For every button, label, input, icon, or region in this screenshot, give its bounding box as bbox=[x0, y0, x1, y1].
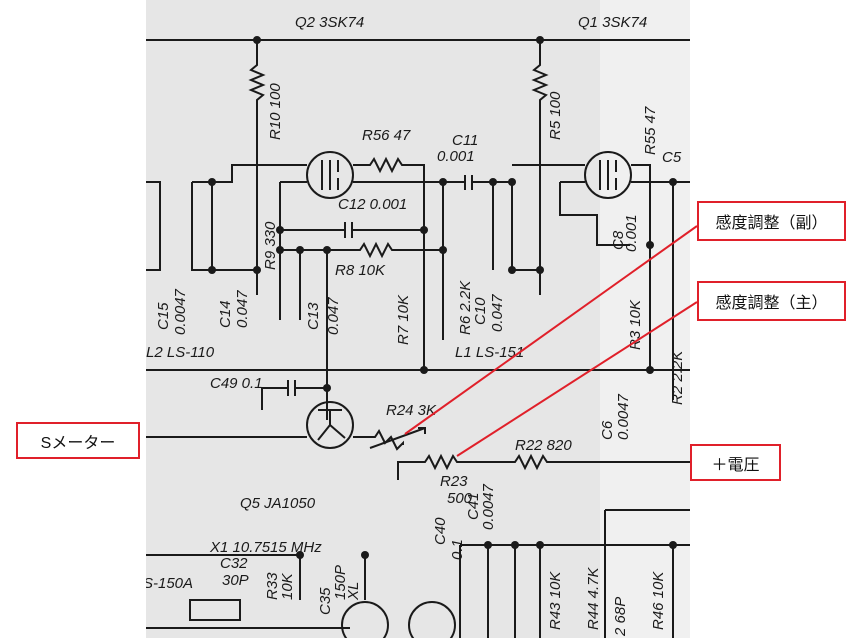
label-r44: R44 4.7K bbox=[585, 566, 602, 630]
label-c14: C14 bbox=[217, 300, 234, 328]
label-c35-xl: XL bbox=[345, 582, 362, 601]
label-q1: Q1 3SK74 bbox=[578, 14, 647, 31]
callout-sensitivity-main: 感度調整（主） bbox=[697, 281, 846, 321]
label-r24: R24 3K bbox=[386, 402, 437, 419]
label-c11: C11 bbox=[452, 132, 478, 149]
label-r9: R9 330 bbox=[262, 221, 279, 270]
label-c40: C40 bbox=[432, 517, 449, 545]
callout-sensitivity-sub: 感度調整（副） bbox=[697, 201, 846, 241]
schematic-scan: Q2 3SK74 Q1 3SK74 R10 100 R5 100 R56 47 … bbox=[146, 0, 690, 638]
label-r56: R56 47 bbox=[362, 127, 411, 144]
paper-background bbox=[146, 0, 690, 638]
callout-sensitivity-main-text: 感度調整（主） bbox=[715, 295, 828, 312]
label-c35-value: 150P bbox=[332, 565, 349, 600]
label-q2: Q2 3SK74 bbox=[295, 14, 364, 31]
label-c15: C15 bbox=[155, 302, 172, 330]
label-c14-value: 0.047 bbox=[234, 290, 251, 328]
label-r23: R23 bbox=[440, 473, 468, 490]
component-labels: Q2 3SK74 Q1 3SK74 R10 100 R5 100 R56 47 … bbox=[146, 14, 686, 637]
label-s150a: S-150A bbox=[146, 575, 193, 592]
callout-s-meter-text: Sメーター bbox=[40, 434, 116, 452]
callout-plus-voltage: ＋電圧 bbox=[690, 444, 781, 481]
callout-s-meter: Sメーター bbox=[16, 422, 140, 459]
label-c10-value: 0.047 bbox=[489, 294, 506, 332]
label-c13-value: 0.047 bbox=[325, 297, 342, 335]
label-r5: R5 100 bbox=[547, 91, 564, 140]
label-x1: X1 10.7515 MHz bbox=[209, 539, 322, 556]
label-c8-value: 0.001 bbox=[623, 214, 640, 252]
label-r10: R10 100 bbox=[267, 83, 284, 140]
label-r43: R43 10K bbox=[547, 571, 564, 630]
label-r6: R6 2.2K bbox=[457, 280, 474, 335]
label-c41-value: 0.0047 bbox=[480, 483, 497, 530]
label-r23-value: 500 bbox=[447, 490, 473, 507]
label-c10: C10 bbox=[472, 297, 489, 325]
label-c5: C5 bbox=[662, 149, 682, 166]
label-c-68p: 2 68P bbox=[612, 597, 629, 637]
label-c11-value: 0.001 bbox=[437, 148, 475, 165]
label-c40-value: 0.1 bbox=[449, 539, 466, 560]
leader-line-sub bbox=[404, 225, 698, 435]
label-c49: C49 0.1 bbox=[210, 375, 263, 392]
label-r7: R7 10K bbox=[395, 294, 412, 345]
label-c32: C32 bbox=[220, 555, 248, 572]
wires bbox=[146, 39, 690, 638]
junction-dots bbox=[208, 36, 677, 559]
callout-plus-voltage-text: ＋電圧 bbox=[711, 456, 760, 474]
label-c8: C8 bbox=[610, 230, 627, 250]
label-c6: C6 bbox=[599, 420, 616, 440]
callout-sensitivity-sub-text: 感度調整（副） bbox=[715, 215, 828, 232]
label-l1: L1 LS-151 bbox=[455, 344, 524, 361]
label-l2: L2 LS-110 bbox=[146, 344, 215, 361]
leader-line-main bbox=[456, 301, 698, 457]
label-c12: C12 0.001 bbox=[338, 196, 407, 213]
label-r33-value: 10K bbox=[279, 572, 296, 600]
label-r33: R33 bbox=[264, 572, 281, 600]
label-r55: R55 47 bbox=[642, 106, 659, 155]
label-c15-value: 0.0047 bbox=[172, 288, 189, 335]
label-r8: R8 10K bbox=[335, 262, 386, 279]
label-q5: Q5 JA1050 bbox=[240, 495, 316, 512]
label-c6-value: 0.0047 bbox=[615, 393, 632, 440]
label-r22: R22 820 bbox=[515, 437, 572, 454]
label-c32-value: 30P bbox=[222, 572, 249, 589]
label-r2: R2 2.2K bbox=[669, 350, 686, 405]
label-c35: C35 bbox=[317, 587, 334, 615]
paper-light-strip bbox=[600, 0, 690, 638]
label-r46: R46 10K bbox=[650, 571, 667, 630]
label-r3: R3 10K bbox=[627, 299, 644, 350]
label-c13: C13 bbox=[305, 302, 322, 330]
label-c41: C41 bbox=[465, 492, 482, 520]
